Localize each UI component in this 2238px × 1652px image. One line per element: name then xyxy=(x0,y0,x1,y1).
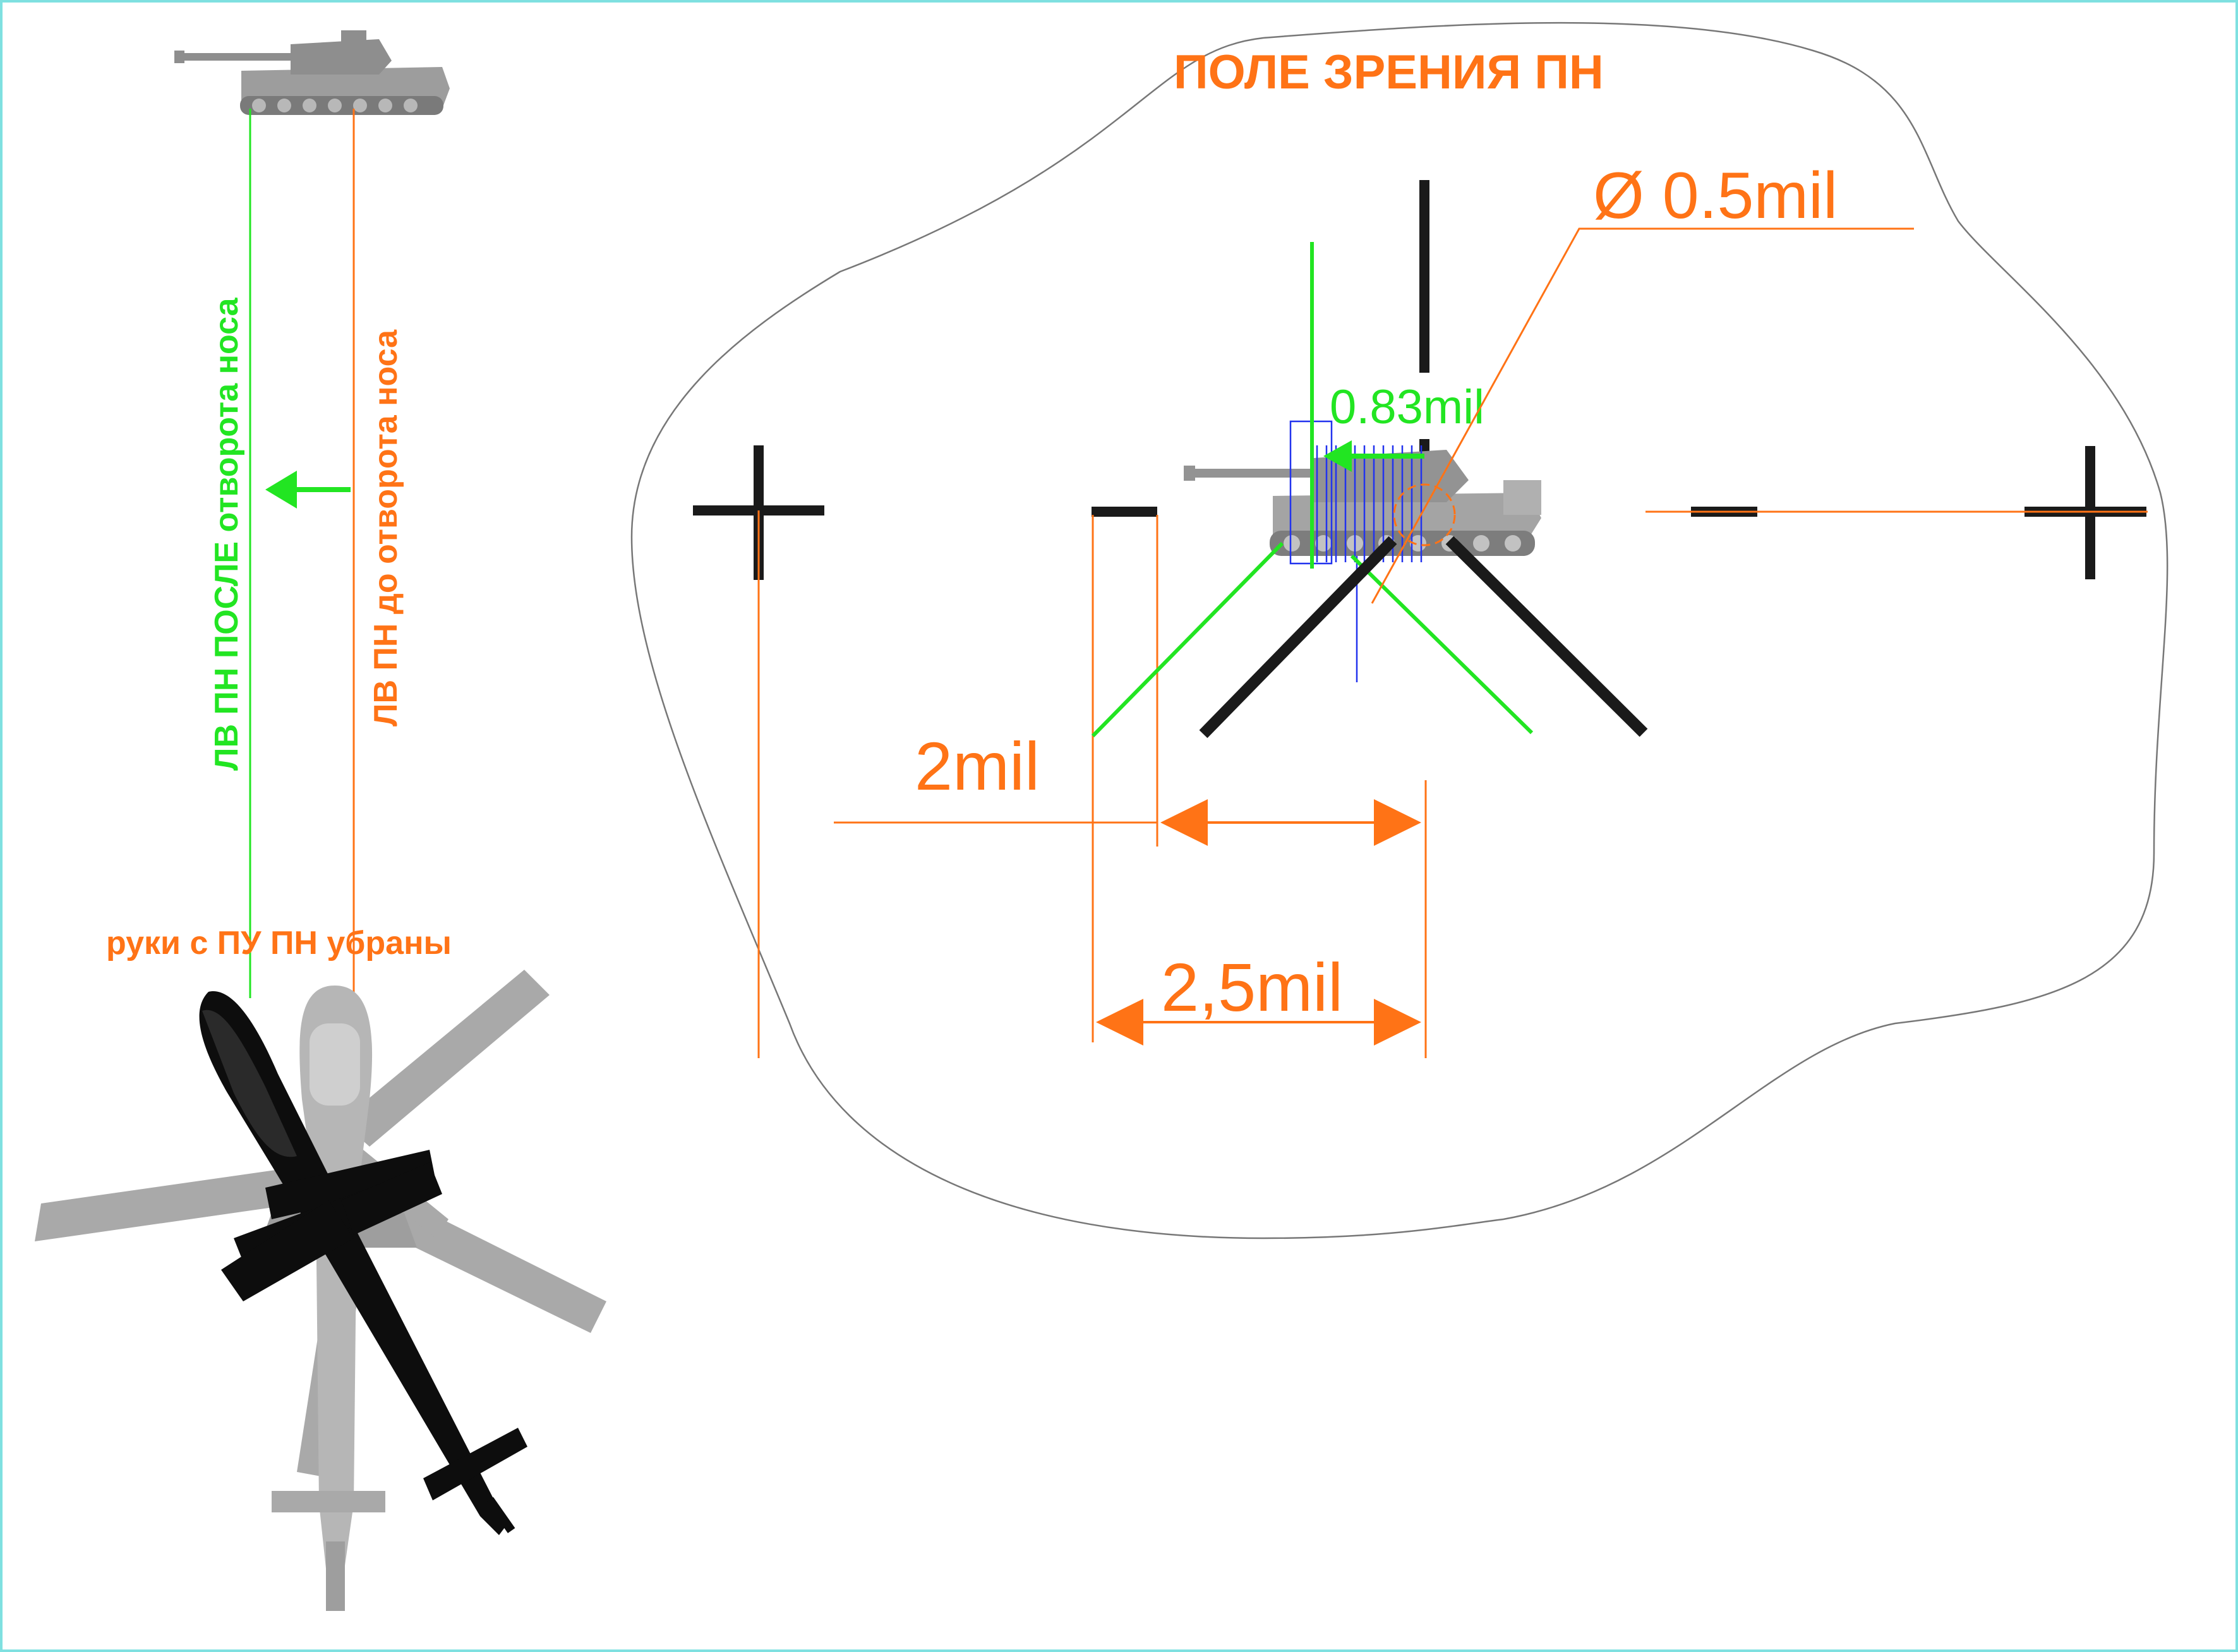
reticle-green-after xyxy=(1091,242,1534,738)
two-five-mil-arrow-left xyxy=(1096,999,1143,1046)
arrow-left-icon xyxy=(265,471,351,509)
diameter-leader xyxy=(1371,227,1914,604)
tank-icon xyxy=(174,30,450,115)
helicopter-black-icon xyxy=(199,991,527,1535)
los-after-label: ЛВ ПН ПОСЛЕ отворота носа xyxy=(208,297,245,771)
helicopter-gray-icon xyxy=(35,970,606,1611)
two-mil-label: 2mil xyxy=(915,728,1040,804)
hands-off-label: руки с ПУ ПН убраны xyxy=(106,925,452,962)
los-before-label: ЛВ ПН до отворота носа xyxy=(368,329,404,727)
two-five-mil-arrow-right xyxy=(1374,999,1421,1046)
reticle-center-circle xyxy=(1393,483,1456,546)
two-mil-arrow-right xyxy=(1374,799,1421,846)
fov-title: ПОЛЕ ЗРЕНИЯ ПН xyxy=(1174,45,1604,99)
arrow-left-icon xyxy=(1323,440,1424,472)
field-of-view-outline xyxy=(630,21,2169,1239)
two-five-mil-label: 2,5mil xyxy=(1161,949,1343,1025)
diameter-label: Ø 0.5mil xyxy=(1593,159,1838,232)
two-mil-arrow-left xyxy=(1160,799,1208,846)
lead-label: 0.83mil xyxy=(1330,380,1484,434)
reticle-chevron xyxy=(1199,536,1648,739)
tank-icon xyxy=(1184,450,1541,556)
